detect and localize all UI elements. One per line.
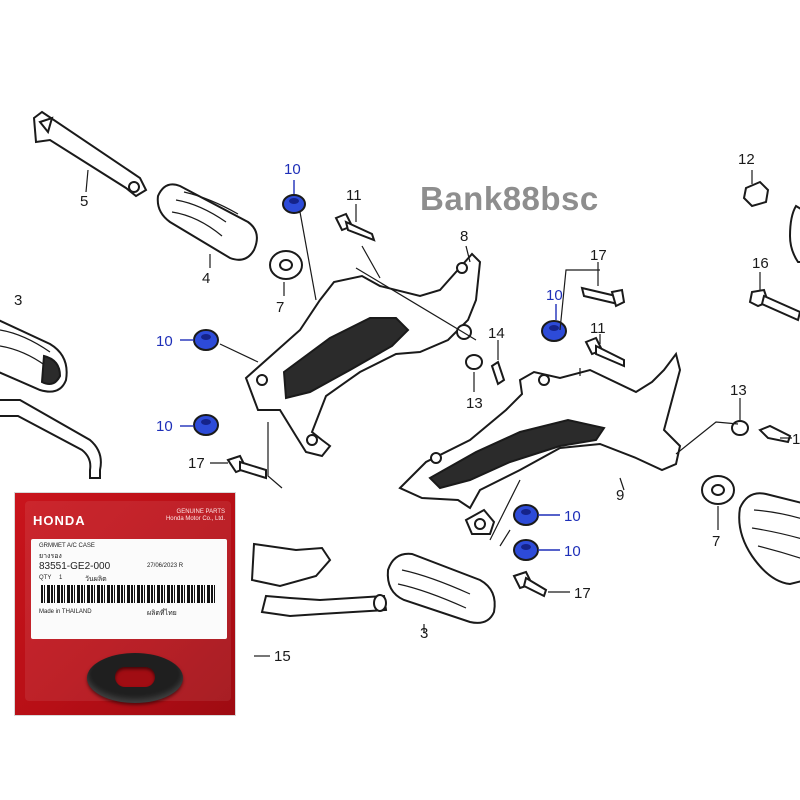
leader-lines-blue bbox=[180, 180, 560, 551]
callout-10-right-upper: 10 bbox=[546, 287, 563, 304]
callout-10-right-a: 10 bbox=[564, 508, 581, 525]
callout-3-lower: 3 bbox=[420, 625, 428, 642]
part-number: 83551-GE2-000 bbox=[39, 561, 111, 572]
callout-7-left: 7 bbox=[276, 299, 284, 316]
part-name-thai: ยางรอง bbox=[39, 553, 62, 560]
callout-17-top: 17 bbox=[590, 247, 607, 264]
part-3-step-rubber-left bbox=[0, 319, 102, 479]
grommet-hole bbox=[115, 667, 155, 687]
part-date: 27/06/2023 R bbox=[147, 563, 184, 569]
qty-label: QTY bbox=[39, 575, 52, 581]
callout-17-left: 17 bbox=[188, 455, 205, 472]
callout-15: 15 bbox=[274, 648, 291, 665]
part-5-step-rod bbox=[32, 110, 148, 198]
part-12-nut bbox=[742, 180, 800, 263]
callout-8: 8 bbox=[460, 228, 468, 245]
genuine-line-1: GENUINE PARTS bbox=[176, 509, 225, 515]
part-4-step-rubber bbox=[156, 183, 258, 261]
part-10-grommet-6 bbox=[513, 539, 539, 561]
part-8-step-holder-left bbox=[244, 252, 482, 458]
callout-5: 5 bbox=[80, 193, 88, 210]
part-10-grommet-1 bbox=[282, 194, 306, 214]
part-11-bolt-right bbox=[584, 336, 625, 368]
callout-9: 9 bbox=[616, 487, 624, 504]
callout-10-left-upper: 10 bbox=[156, 333, 173, 350]
part-13-washer-right bbox=[731, 420, 749, 436]
part-13-washer-left bbox=[465, 354, 483, 370]
barcode bbox=[41, 585, 217, 603]
part-16-bolt bbox=[748, 288, 800, 322]
callout-3-left: 3 bbox=[14, 292, 22, 309]
callout-13-left: 13 bbox=[466, 395, 483, 412]
callout-11-left: 11 bbox=[346, 187, 362, 204]
part-14-pin bbox=[490, 360, 506, 386]
callout-11-right: 11 bbox=[590, 320, 606, 337]
callout-10-left-lower: 10 bbox=[156, 418, 173, 435]
part-3-step-rubber-right bbox=[386, 552, 496, 624]
part-15-step-rod-lower bbox=[250, 542, 388, 618]
part-9-step-holder-right bbox=[398, 351, 682, 535]
callout-10-right-b: 10 bbox=[564, 543, 581, 560]
part-label: GRMMET A/C CASE ยางรอง 83551-GE2-000 27/… bbox=[31, 539, 227, 639]
callout-17-lower: 17 bbox=[574, 585, 591, 602]
callout-7-right: 7 bbox=[712, 533, 720, 550]
mfg-date-thai: วันผลิต bbox=[85, 576, 107, 583]
part-10-grommet-5 bbox=[513, 504, 539, 526]
callout-4: 4 bbox=[202, 270, 210, 287]
part-11-bolt-left bbox=[334, 212, 376, 242]
part-10-grommet-4 bbox=[193, 414, 219, 436]
product-photo: HONDA GENUINE PARTS Honda Motor Co., Ltd… bbox=[14, 492, 236, 716]
made-in: Made in THAILAND bbox=[39, 609, 92, 615]
part-7-washer-right bbox=[701, 475, 735, 505]
callout-1: 1 bbox=[792, 431, 800, 448]
part-name: GRMMET A/C CASE bbox=[39, 543, 95, 549]
callout-14: 14 bbox=[488, 325, 505, 342]
part-10-grommet-2 bbox=[193, 329, 219, 351]
part-17-bolt-top bbox=[580, 286, 626, 308]
part-17-bolt-lower bbox=[512, 570, 548, 598]
part-10-grommet-3 bbox=[541, 320, 567, 342]
part-1-pin bbox=[758, 424, 792, 444]
callout-10-top: 10 bbox=[284, 161, 301, 178]
genuine-parts-text: GENUINE PARTS Honda Motor Co., Ltd. bbox=[166, 509, 225, 523]
leader-lines bbox=[85, 169, 792, 657]
qty-value: 1 bbox=[59, 575, 63, 581]
part-7-washer-left bbox=[269, 250, 303, 280]
genuine-line-2: Honda Motor Co., Ltd. bbox=[165, 516, 225, 522]
made-in-thai: ผลิตที่ไทย bbox=[147, 610, 177, 617]
part-17-bolt-left bbox=[226, 454, 267, 480]
watermark-text: Bank88bsc bbox=[420, 180, 599, 217]
callout-13-right: 13 bbox=[730, 382, 747, 399]
callout-12: 12 bbox=[738, 151, 755, 168]
part-3-step-rubber-far-right bbox=[738, 492, 800, 586]
callout-16: 16 bbox=[752, 255, 769, 272]
honda-logo: HONDA bbox=[33, 513, 86, 528]
